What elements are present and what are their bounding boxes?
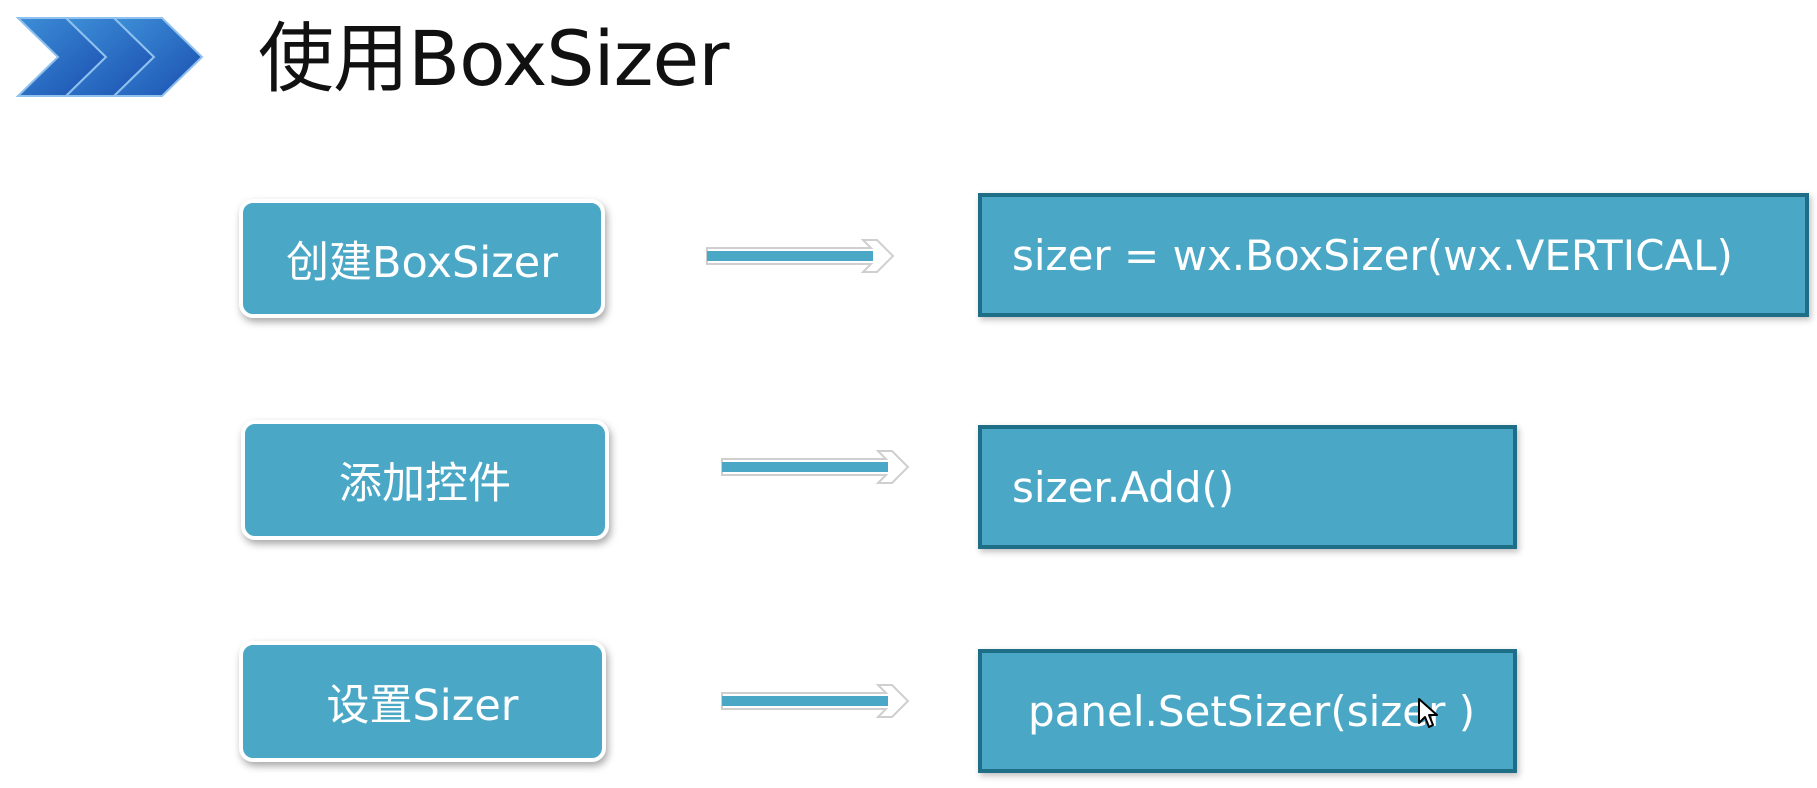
right-arrow-icon xyxy=(721,450,910,484)
triple-chevron-right-icon xyxy=(15,17,204,97)
mouse-pointer-icon xyxy=(1418,698,1438,728)
step-box-create-boxsizer: 创建BoxSizer xyxy=(239,199,605,318)
code-box-add-controls: sizer.Add() xyxy=(978,425,1517,549)
code-box-set-sizer: panel.SetSizer(sizer ) xyxy=(978,649,1517,773)
step-box-set-sizer: 设置Sizer xyxy=(239,641,606,762)
right-arrow-icon xyxy=(721,684,910,718)
page-title: 使用BoxSizer xyxy=(258,14,730,103)
code-box-create-boxsizer: sizer = wx.BoxSizer(wx.VERTICAL) xyxy=(978,193,1809,317)
step-box-add-controls: 添加控件 xyxy=(241,420,609,540)
right-arrow-icon xyxy=(706,239,895,273)
